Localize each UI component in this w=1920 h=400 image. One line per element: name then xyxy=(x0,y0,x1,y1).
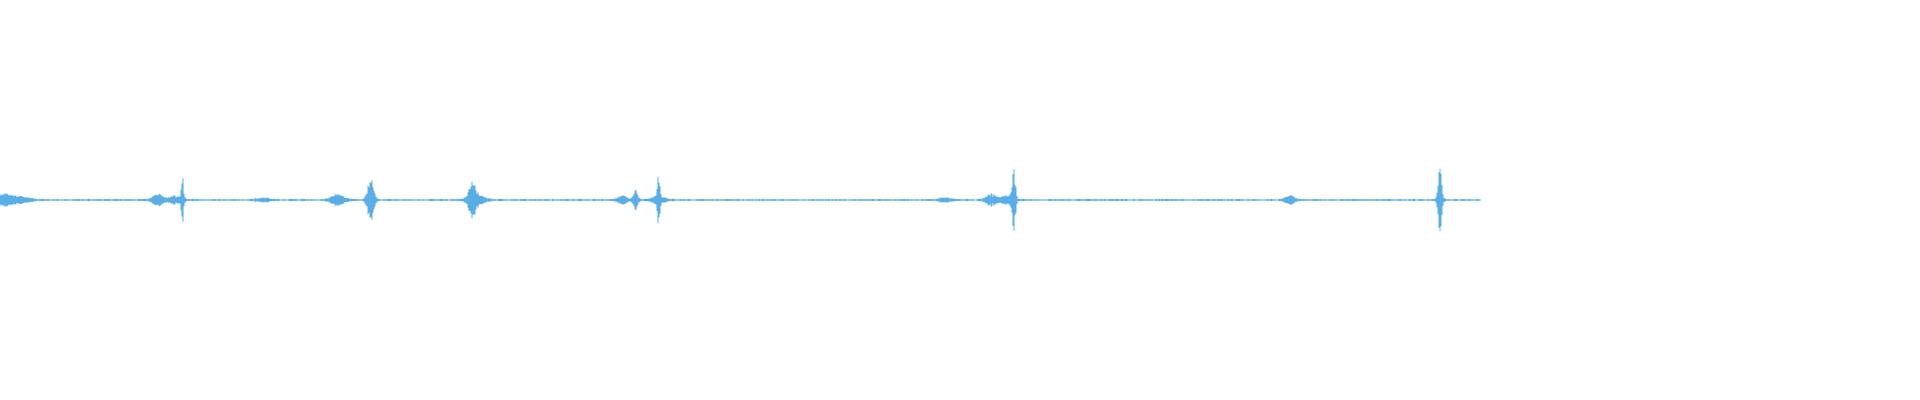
waveform-trace xyxy=(0,169,1481,231)
